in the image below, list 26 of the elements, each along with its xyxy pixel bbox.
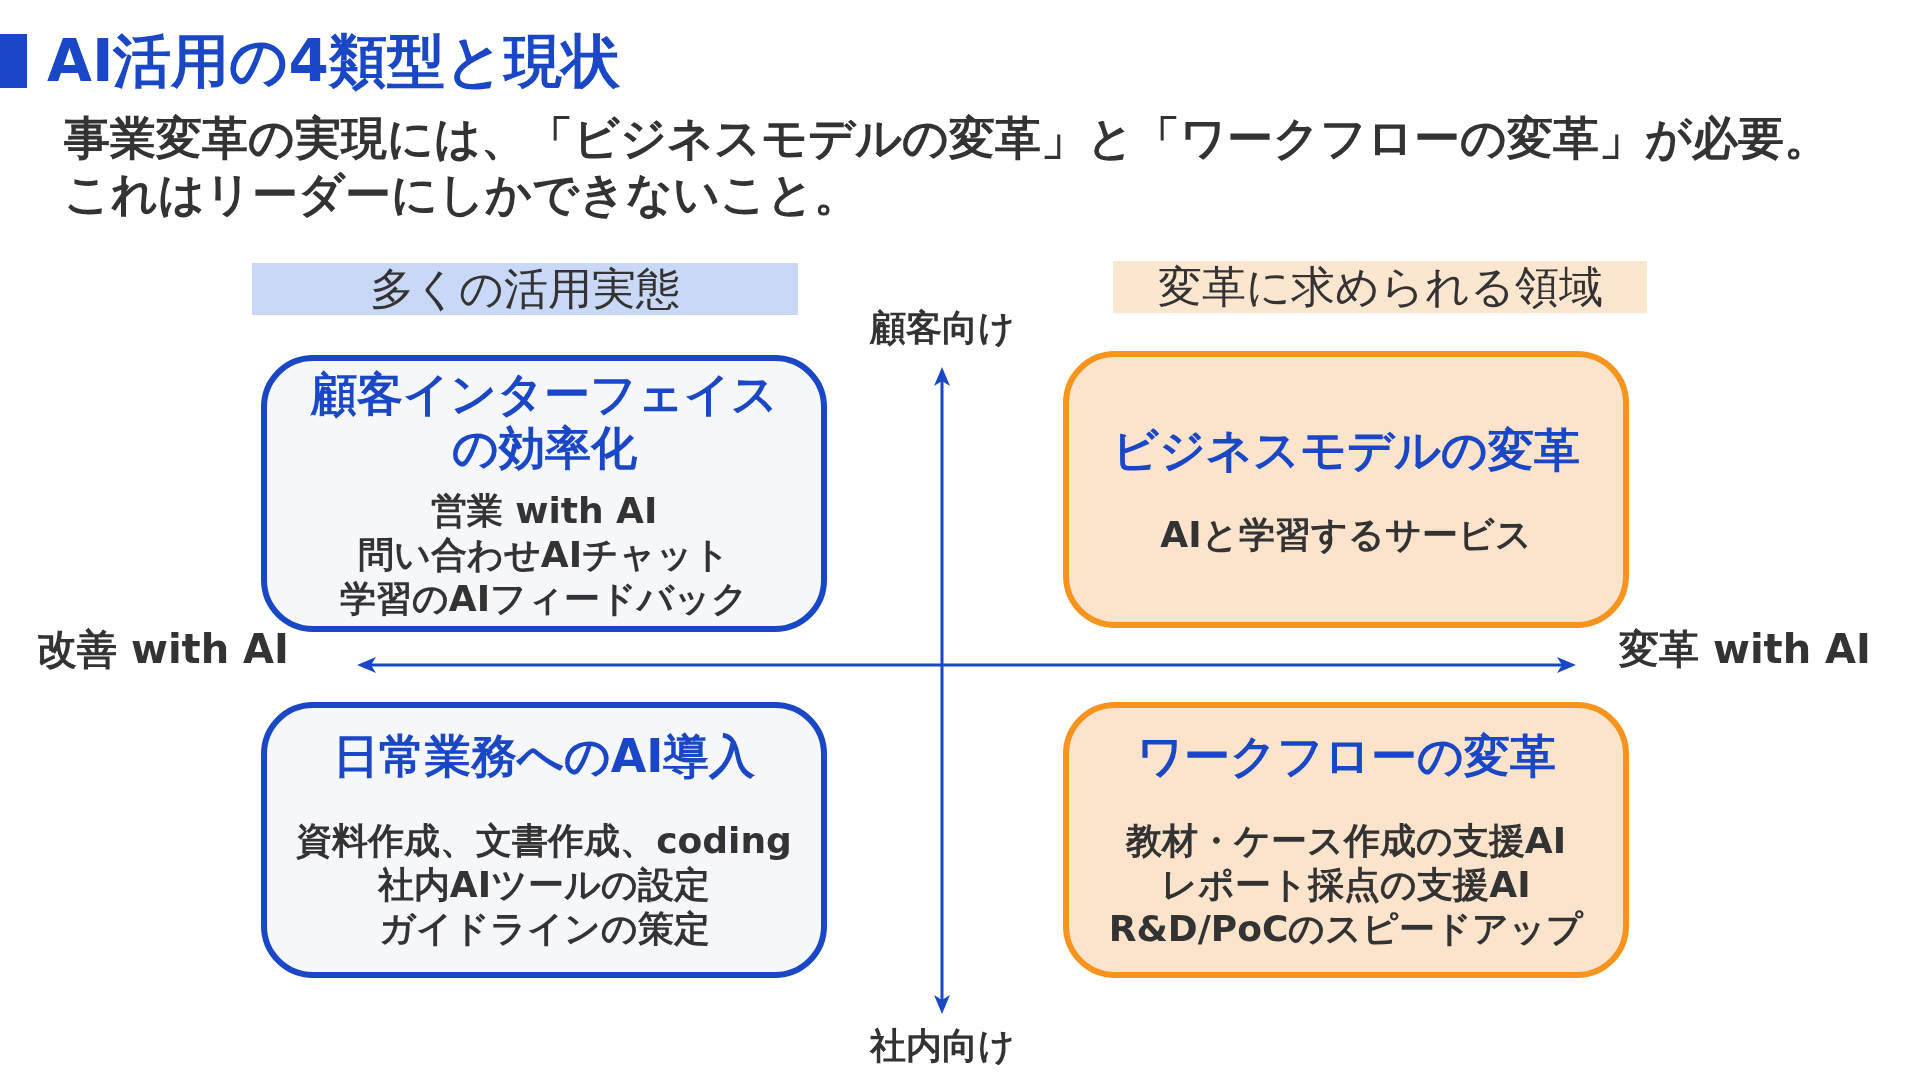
card-item: 社内AIツールの設定: [377, 863, 711, 907]
card-item: 資料作成、文書作成、coding: [296, 819, 792, 863]
quadrant-card: [1063, 351, 1629, 628]
card-item: レポート採点の支援AI: [1161, 863, 1531, 907]
card-item: AIと学習するサービス: [1160, 512, 1532, 557]
slide-title: AI活用の4類型と現状: [47, 28, 620, 94]
card-item: ガイドラインの策定: [378, 907, 710, 951]
axis-label: 社内向け: [869, 1025, 1015, 1067]
quadrant-card: [1063, 702, 1629, 978]
card-heading: 顧客インターフェイスの効率化: [309, 366, 779, 475]
quadrant-card: [261, 355, 827, 632]
axis-label: 顧客向け: [869, 307, 1015, 349]
card-heading: ビジネスモデルの変革: [1111, 422, 1581, 477]
card-item: 営業 with AI: [430, 488, 658, 533]
subtitle-text: 事業変革の実現には、「ビジネスモデルの変革」と「ワークフローの変革」が必要。これはリーダーにしかできないこと。: [64, 110, 1831, 222]
axis-label: 変革 with AI: [1619, 625, 1871, 673]
quadrant-card: [261, 702, 827, 978]
axis-label: 改善 with AI: [37, 625, 289, 673]
card-item: 問い合わせAIチャット: [357, 532, 731, 577]
card-item: 学習のAIフィードバック: [339, 576, 749, 621]
header-band: 変革に求められる領域: [1113, 261, 1647, 313]
card-item: R&D/PoCのスピードアップ: [1108, 907, 1584, 951]
card-item: 教材・ケース作成の支援AI: [1125, 819, 1567, 863]
card-heading: 日常業務へのAI導入: [331, 729, 757, 783]
card-heading: ワークフローの変革: [1135, 729, 1557, 783]
header-band: 多くの活用実態: [252, 263, 798, 315]
